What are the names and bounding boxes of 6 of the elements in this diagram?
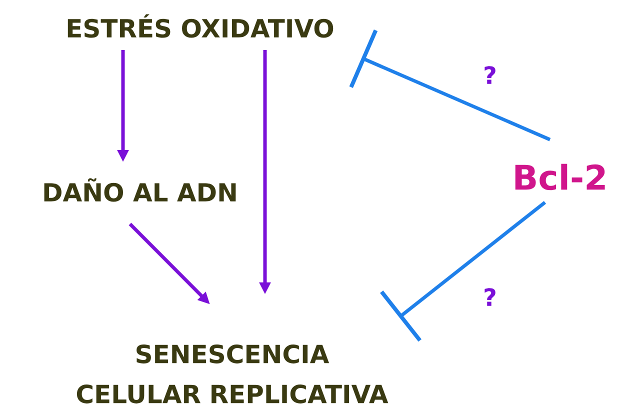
effect-label: DAÑO AL ADN: [44, 178, 236, 202]
protein-label: Bcl-2: [515, 164, 605, 190]
edge-label: ?: [484, 288, 496, 306]
edge-label: ?: [484, 66, 496, 84]
cause-label: ESTRÉS OXIDATIVO: [68, 14, 334, 38]
outcome-label: SENESCENCIA CELULAR REPLICATIVA: [76, 344, 388, 404]
